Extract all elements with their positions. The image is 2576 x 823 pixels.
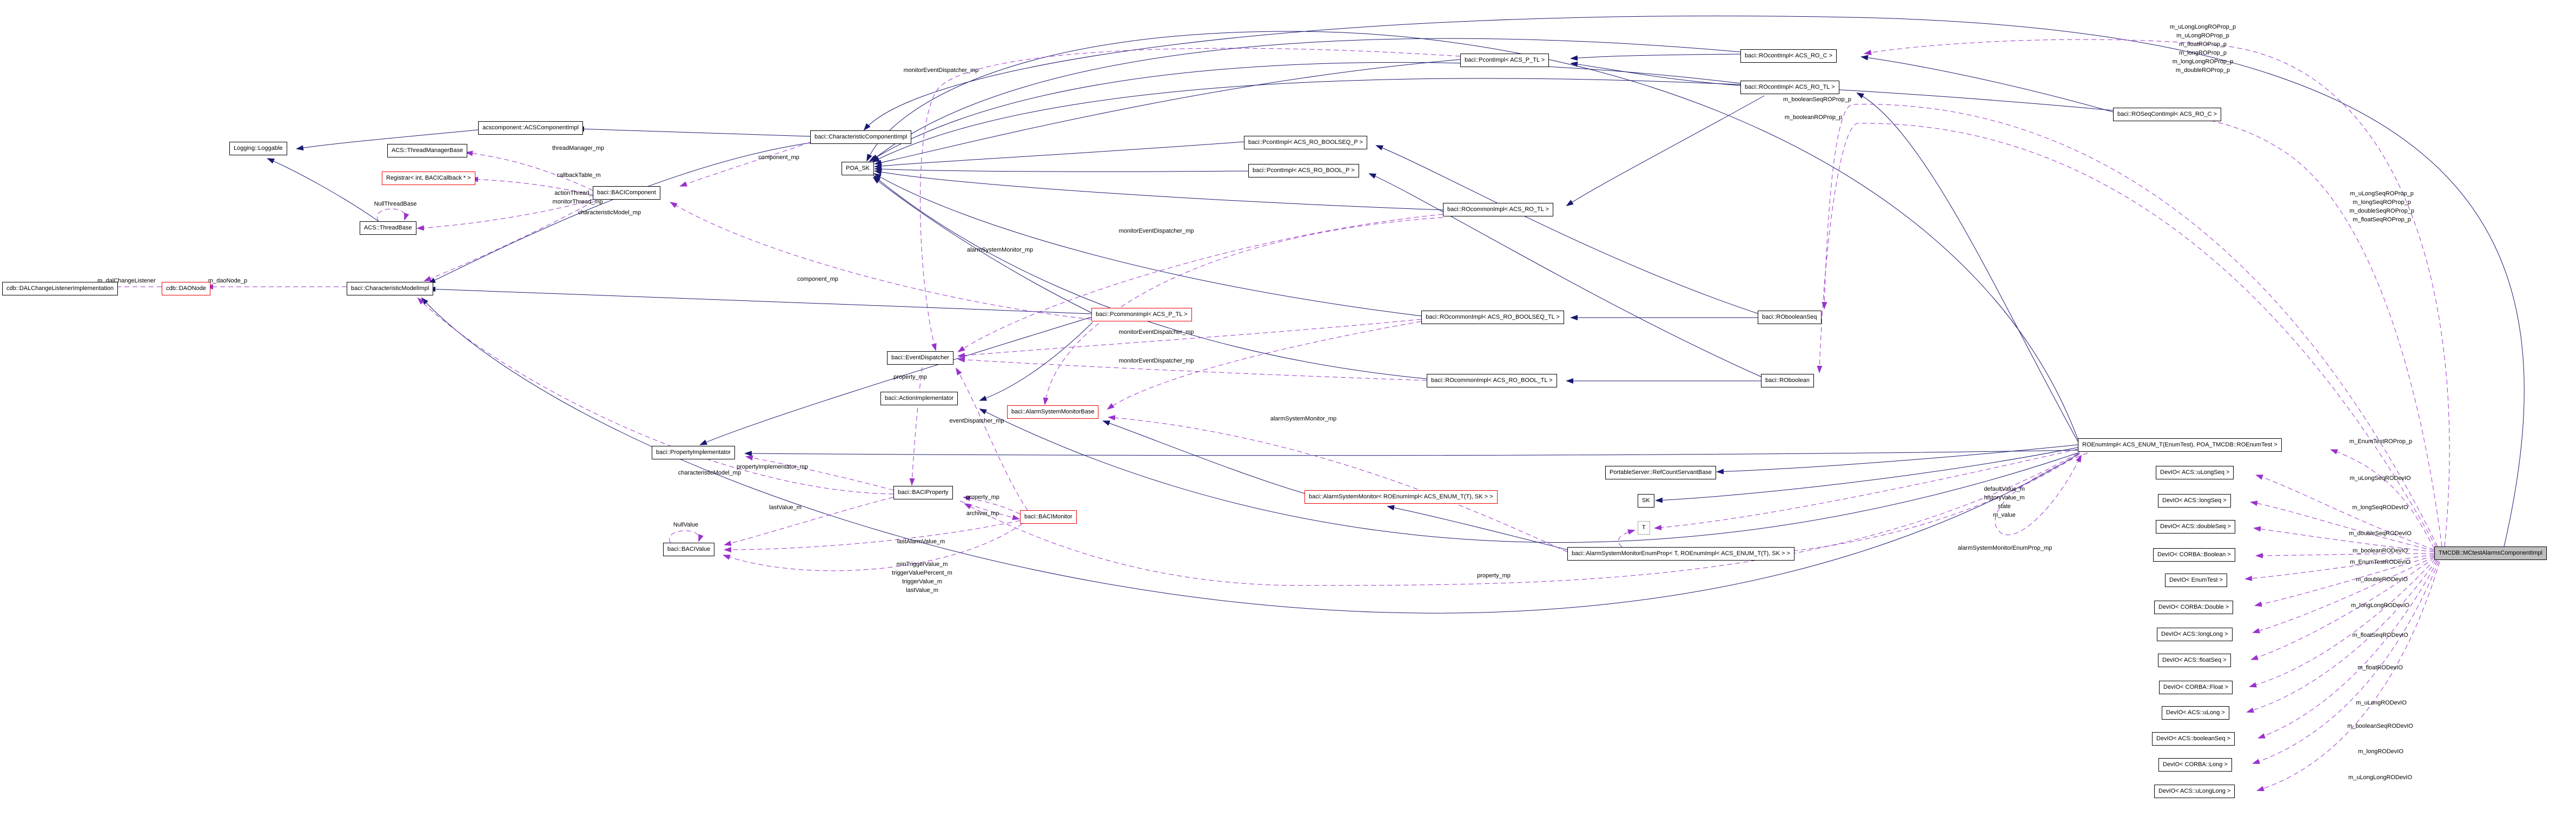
node-characteristic_model_impl[interactable]: baci::CharacteristicModelImpl — [347, 282, 434, 295]
node-rocont_ro_tl[interactable]: baci::ROcontImpl< ACS_RO_TL > — [1740, 81, 1839, 94]
node-characteristic_component_impl[interactable]: baci::CharacteristicComponentImpl — [810, 130, 912, 144]
edge-label-characteristicModel_mp_2: characteristicModel_mp — [678, 470, 741, 476]
edge-label-m_EnumTestRODevIO: m_EnumTestRODevIO — [2350, 559, 2411, 565]
node-thread_base[interactable]: ACS::ThreadBase — [360, 221, 416, 235]
node-refcount_servant_base[interactable]: PortableServer::RefCountServantBase — [1605, 466, 1716, 479]
edge-label-actionThread_monitorThread: actionThread_mp monitorThread_mp — [552, 190, 603, 205]
node-devio_ulongseq[interactable]: DevIO< ACS::uLongSeq > — [2156, 466, 2234, 479]
edge-label-m_booleanSeqROProp_p: m_booleanSeqROProp_p — [1783, 96, 1851, 103]
node-roseqcont_ro_c[interactable]: baci::ROSeqContImpl< ACS_RO_C > — [2113, 108, 2222, 121]
node-rocommon_boolseq_tl[interactable]: baci::ROcommonImpl< ACS_RO_BOOLSEQ_TL > — [1421, 311, 1564, 324]
node-alarm_system_monitor_enum_prop[interactable]: baci::AlarmSystemMonitorEnumProp< T, ROE… — [1567, 547, 1794, 561]
edge-label-monitorEventDispatcher_mp_3: monitorEventDispatcher_mp — [1118, 358, 1194, 364]
node-property_implementator[interactable]: baci::PropertyImplementator — [652, 446, 736, 459]
edge-label-alarmSystemMonitorEnumProp_mp: alarmSystemMonitorEnumProp_mp — [1957, 545, 2052, 551]
edge-label-threadManager_mp: threadManager_mp — [552, 145, 605, 152]
node-event_dispatcher[interactable]: baci::EventDispatcher — [887, 351, 953, 365]
node-devio_booleanseq[interactable]: DevIO< ACS::booleanSeq > — [2152, 732, 2235, 746]
node-devio_double[interactable]: DevIO< CORBA::Double > — [2154, 601, 2234, 614]
node-devio_float[interactable]: DevIO< CORBA::Float > — [2159, 681, 2233, 694]
edge-label-value_state_block: defaultValue_m historyValue_m state m_va… — [1984, 486, 2025, 518]
node-devio_long[interactable]: DevIO< CORBA::Long > — [2158, 758, 2232, 772]
edge-label-m_longSeqRODevIO: m_longSeqRODevIO — [2352, 504, 2408, 511]
edge-label-m_floatRODevIO: m_floatRODevIO — [2358, 664, 2403, 671]
node-roboolean[interactable]: baci::ROboolean — [1761, 374, 1814, 387]
edge-label-propertyImplementator_mp: propertyImplementator_mp — [736, 464, 809, 470]
node-baci_component[interactable]: baci::BACIComponent — [593, 186, 660, 200]
edge-label-component_mp_1: component_mp — [758, 154, 799, 161]
node-pcont_p_tl[interactable]: baci::PcontImpl< ACS_P_TL > — [1460, 54, 1549, 67]
edge-label-NullThreadBase: NullThreadBase — [374, 201, 417, 207]
edge-label-m_booleanROProp_p: m_booleanROProp_p — [1784, 114, 1843, 121]
node-devio_longseq[interactable]: DevIO< ACS::longSeq > — [2158, 494, 2231, 508]
edge-label-lastAlarmValue_m: lastAlarmValue_m — [897, 538, 945, 545]
edge-label-eventDispatcher_mp: eventDispatcher_mp — [949, 418, 1004, 424]
node-rocont_ro_c[interactable]: baci::ROcontImpl< ACS_RO_C > — [1740, 49, 1837, 63]
edge-label-alarmSystemMonitor_mp_2: alarmSystemMonitor_mp — [1270, 416, 1337, 422]
node-baci_monitor[interactable]: baci::BACIMonitor — [1020, 510, 1077, 524]
node-alarm_system_monitor_base[interactable]: baci::AlarmSystemMonitorBase — [1007, 405, 1099, 419]
node-devio_doubleseq[interactable]: DevIO< ACS::doubleSeq > — [2156, 520, 2235, 534]
edge-label-m_uLongSeqRODevIO: m_uLongSeqRODevIO — [2349, 475, 2411, 482]
node-baci_property[interactable]: baci::BACIProperty — [893, 486, 953, 499]
node-robooleanseq[interactable]: baci::RObooleanSeq — [1758, 311, 1822, 324]
usage-edges — [98, 39, 2450, 792]
edge-label-m_doubleSeqRODevIO: m_doubleSeqRODevIO — [2349, 530, 2412, 537]
edge-label-NullValue: NullValue — [673, 522, 699, 528]
node-pcommon_p_tl[interactable]: baci::PcommonImpl< ACS_P_TL > — [1091, 308, 1192, 321]
node-devio_boolean[interactable]: DevIO< CORBA::Boolean > — [2153, 548, 2235, 562]
edge-label-property_mp_monitor: property_mp — [966, 494, 999, 501]
edge-label-alarmSystemMonitor_mp_1: alarmSystemMonitor_mp — [966, 247, 1034, 253]
edge-label-trigger_block: minTriggerValue_m triggerValuePercent_m … — [892, 561, 952, 594]
edge-label-m_EnumTestROProp_p: m_EnumTestROProp_p — [2349, 438, 2413, 445]
edge-label-property_mp_eventdisp: property_mp — [893, 374, 927, 380]
node-pcont_ro_bool_p[interactable]: baci::PcontImpl< ACS_RO_BOOL_P > — [1248, 164, 1359, 177]
node-action_implementator[interactable]: baci::ActionImplementator — [880, 392, 958, 405]
node-roenumimpl[interactable]: ROEnumImpl< ACS_ENUM_T(EnumTest), POA_TM… — [2078, 438, 2282, 452]
node-acs_component_impl[interactable]: acscomponent::ACSComponentImpl — [478, 121, 583, 135]
node-sk[interactable]: SK — [1638, 494, 1654, 508]
node-baci_value[interactable]: baci::BACIValue — [663, 543, 715, 556]
edge-label-characteristicModel_mp_1: characteristicModel_mp — [578, 209, 641, 216]
edge-label-m_booleanSeqRODevIO: m_booleanSeqRODevIO — [2347, 723, 2413, 729]
inheritance-edges — [267, 16, 2525, 614]
edge-label-callbackTable_m: callbackTable_m — [557, 172, 601, 179]
node-devio_ulonglong[interactable]: DevIO< ACS::uLongLong > — [2154, 785, 2235, 798]
edge-label-m_longLongRODevIO: m_longLongRODevIO — [2350, 602, 2410, 609]
node-t[interactable]: T — [1638, 521, 1650, 535]
edge-label-m_floatSeqRODevIO: m_floatSeqRODevIO — [2352, 632, 2408, 638]
edge-label-ro_prop_block: m_uLongLongROProp_p m_uLongROProp_p m_fl… — [2169, 24, 2236, 74]
node-alarm_system_monitor_roenum[interactable]: baci::AlarmSystemMonitor< ROEnumImpl< AC… — [1304, 490, 1498, 504]
node-dal_change_listener[interactable]: cdb::DALChangeListenerImplementation — [2, 282, 118, 295]
edge-label-m_daoNode_p: m_daoNode_p — [208, 278, 248, 284]
edge-label-monitorEventDispatcher_mp_1: monitorEventDispatcher_mp — [1118, 228, 1194, 234]
node-dao_node[interactable]: cdb::DAONode — [162, 282, 210, 295]
node-devio_floatseq[interactable]: DevIO< ACS::floatSeq > — [2158, 654, 2231, 667]
node-devio_ulong[interactable]: DevIO< ACS::uLong > — [2162, 706, 2229, 720]
edge-label-lastValue_m: lastValue_m — [769, 504, 802, 511]
node-devio_enumtest[interactable]: DevIO< EnumTest > — [2165, 574, 2228, 587]
node-rocommon_ro_tl[interactable]: baci::ROcommonImpl< ACS_RO_TL > — [1443, 203, 1553, 216]
node-registrar[interactable]: Registrar< int, BACICallback * > — [382, 172, 475, 185]
edge-label-monitorEventDispatcher_mp_top: monitorEventDispatcher_mp — [903, 67, 979, 74]
node-devio_longlong[interactable]: DevIO< ACS::longLong > — [2157, 628, 2233, 641]
node-pcont_ro_boolseq_p[interactable]: baci::PcontImpl< ACS_RO_BOOLSEQ_P > — [1244, 136, 1367, 149]
edge-label-m_longRODevIO: m_longRODevIO — [2358, 748, 2403, 755]
edge-label-m_doubleRODevIO: m_doubleRODevIO — [2356, 576, 2408, 583]
edge-label-m_booleanRODevIO: m_booleanRODevIO — [2352, 548, 2408, 554]
node-target[interactable]: TMCDB::MCtestAlarmsComponentImpl — [2434, 547, 2547, 560]
edge-label-property_mp_long: property_mp — [1477, 572, 1511, 579]
node-loggable[interactable]: Logging::Loggable — [229, 142, 287, 155]
edge-label-m_uLongLongRODevIO: m_uLongLongRODevIO — [2348, 774, 2413, 781]
edge-label-seq_ro_prop_block: m_uLongSeqROProp_p m_longSeqROProp_p m_d… — [2349, 190, 2414, 223]
edge-label-component_mp_2: component_mp — [797, 276, 838, 282]
edge-label-archiver_mp: archiver_mp — [966, 510, 999, 517]
edge-label-monitorEventDispatcher_mp_2: monitorEventDispatcher_mp — [1118, 329, 1194, 335]
edge-label-m_uLongRODevIO: m_uLongRODevIO — [2356, 700, 2407, 706]
node-rocommon_bool_tl[interactable]: baci::ROcommonImpl< ACS_RO_BOOL_TL > — [1427, 374, 1557, 387]
node-poa_sk[interactable]: POA_SK — [842, 162, 875, 175]
node-thread_manager_base[interactable]: ACS::ThreadManagerBase — [387, 144, 468, 157]
